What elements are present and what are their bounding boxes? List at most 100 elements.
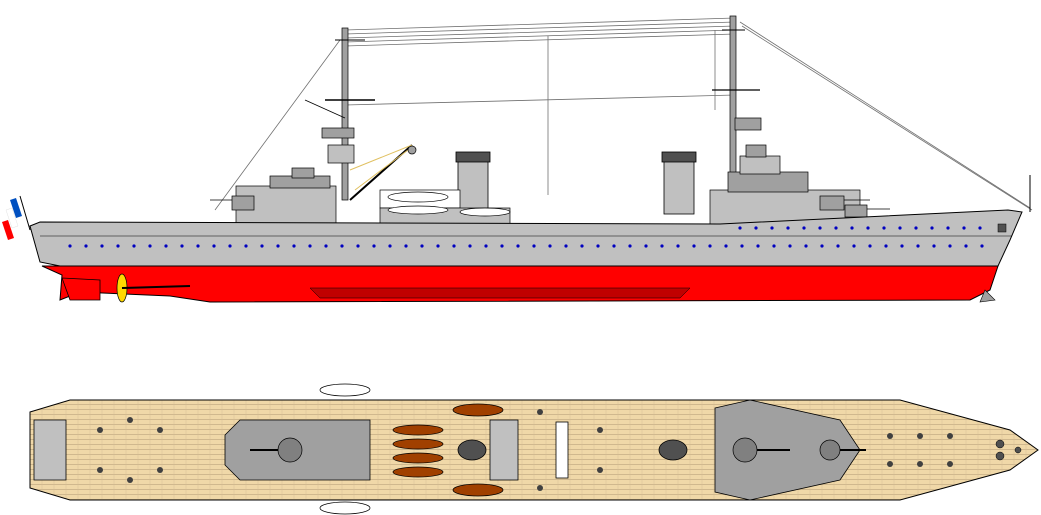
porthole	[802, 226, 806, 230]
porthole	[980, 244, 984, 248]
gun-turret-icon	[250, 437, 866, 463]
porthole	[788, 244, 792, 248]
porthole	[868, 244, 872, 248]
bollard	[157, 427, 163, 433]
porthole	[292, 244, 296, 248]
porthole	[516, 244, 520, 248]
porthole	[772, 244, 776, 248]
hull-lower	[41, 265, 999, 303]
porthole	[770, 226, 774, 230]
anchor-icon	[995, 439, 1022, 461]
anchor-icon	[997, 223, 1007, 233]
bollard	[947, 461, 953, 467]
foremast	[304, 27, 375, 201]
porthole	[404, 244, 408, 248]
crane-icon	[349, 144, 417, 201]
porthole	[834, 226, 838, 230]
top-plan-view	[29, 383, 1039, 515]
porthole	[708, 244, 712, 248]
portholes	[68, 226, 984, 248]
porthole	[196, 244, 200, 248]
bollard	[127, 417, 133, 423]
porthole	[228, 244, 232, 248]
bollard	[917, 433, 923, 439]
bollard	[537, 409, 543, 415]
porthole	[916, 244, 920, 248]
porthole	[724, 244, 728, 248]
rigging	[214, 17, 1033, 211]
porthole	[484, 244, 488, 248]
porthole	[452, 244, 456, 248]
porthole	[500, 244, 504, 248]
hull-shadow	[309, 287, 691, 299]
porthole	[468, 244, 472, 248]
hull-upper	[29, 209, 1023, 267]
porthole	[564, 244, 568, 248]
quarterdeck	[33, 419, 67, 481]
porthole	[372, 244, 376, 248]
porthole	[676, 244, 680, 248]
porthole	[308, 244, 312, 248]
porthole	[356, 244, 360, 248]
porthole	[882, 226, 886, 230]
porthole	[84, 244, 88, 248]
porthole	[212, 244, 216, 248]
bollard	[157, 467, 163, 473]
porthole	[180, 244, 184, 248]
porthole	[596, 244, 600, 248]
porthole	[132, 244, 136, 248]
funnel-top	[457, 439, 688, 461]
porthole	[420, 244, 424, 248]
porthole	[754, 226, 758, 230]
porthole	[276, 244, 280, 248]
bollard	[97, 427, 103, 433]
porthole	[116, 244, 120, 248]
porthole	[948, 244, 952, 248]
porthole	[914, 226, 918, 230]
porthole	[164, 244, 168, 248]
porthole	[756, 244, 760, 248]
porthole	[580, 244, 584, 248]
bollard	[947, 433, 953, 439]
porthole	[978, 226, 982, 230]
porthole	[740, 244, 744, 248]
porthole	[932, 244, 936, 248]
porthole	[852, 244, 856, 248]
bollard	[597, 467, 603, 473]
porthole	[244, 244, 248, 248]
porthole	[930, 226, 934, 230]
porthole	[388, 244, 392, 248]
porthole	[692, 244, 696, 248]
bollard	[887, 433, 893, 439]
porthole	[100, 244, 104, 248]
bollard	[97, 467, 103, 473]
porthole	[850, 226, 854, 230]
porthole	[804, 244, 808, 248]
porthole	[738, 226, 742, 230]
porthole	[884, 244, 888, 248]
porthole	[836, 244, 840, 248]
bollard	[537, 485, 543, 491]
flag-icon	[2, 195, 31, 240]
porthole	[324, 244, 328, 248]
porthole	[786, 226, 790, 230]
porthole	[628, 244, 632, 248]
porthole	[612, 244, 616, 248]
bollard	[887, 461, 893, 467]
porthole	[548, 244, 552, 248]
lifeboat-icon	[319, 383, 504, 515]
bow-keel	[979, 289, 996, 303]
porthole	[900, 244, 904, 248]
porthole	[898, 226, 902, 230]
deck-outline	[29, 399, 1039, 501]
propeller-icon	[116, 273, 191, 303]
porthole	[962, 226, 966, 230]
porthole	[68, 244, 72, 248]
side-profile-view	[2, 15, 1033, 303]
rudder	[61, 277, 101, 301]
porthole	[820, 244, 824, 248]
porthole	[866, 226, 870, 230]
porthole	[818, 226, 822, 230]
center-skylight	[555, 421, 569, 479]
